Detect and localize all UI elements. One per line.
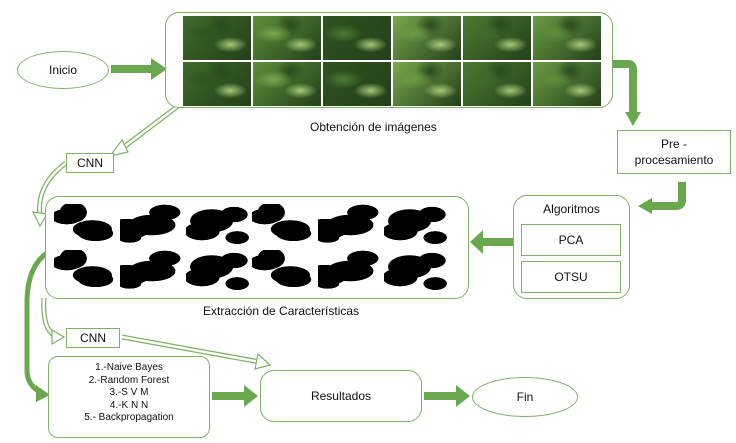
plant-photo <box>533 16 601 60</box>
cnn-top-box <box>66 153 114 173</box>
binary-mask <box>384 204 448 246</box>
arrow-cnn-to-results <box>121 334 272 370</box>
preprocessing-box <box>617 130 731 174</box>
algorithms-title: Algoritmos <box>543 202 600 216</box>
features-caption: Extracción de Características <box>203 304 360 318</box>
classifier-item: 3.-S V M <box>109 387 149 398</box>
arrow-images-to-preprocessing <box>612 60 641 126</box>
arrow-images-to-cnn <box>108 104 180 157</box>
arrow-algorithms-to-features <box>470 230 513 254</box>
cnn-top-label: CNN <box>77 156 103 170</box>
plant-photo <box>323 62 391 106</box>
binary-mask <box>54 250 118 292</box>
binary-mask <box>384 250 448 292</box>
plant-photo <box>253 16 321 60</box>
start-node: Inicio <box>17 51 109 89</box>
binary-mask <box>120 204 184 246</box>
plant-photo <box>463 62 531 106</box>
end-label: Fin <box>516 390 534 404</box>
arrow-preprocessing-to-algorithms <box>638 182 686 214</box>
end-node: Fin <box>472 377 578 417</box>
cnn-bottom-label: CNN <box>80 331 106 345</box>
binary-mask <box>252 204 316 246</box>
binary-mask <box>318 204 382 246</box>
plant-photo <box>393 62 461 106</box>
results-box <box>260 370 422 422</box>
binary-mask <box>186 250 250 292</box>
classifiers-box <box>48 356 210 438</box>
arrow-cnn-to-features <box>31 160 68 228</box>
cnn-bottom-box <box>66 328 120 348</box>
acquisition-caption: Obtención de imágenes <box>310 120 437 134</box>
start-label: Inicio <box>48 63 77 77</box>
plant-photo <box>533 62 601 106</box>
arrow-features-to-classifiers <box>24 247 54 402</box>
classifier-item: 1.-Naive Bayes <box>95 362 163 373</box>
classifier-item: 5.- Backpropagation <box>84 412 174 423</box>
plant-photo <box>183 62 251 106</box>
classifier-item: 4.-K N N <box>109 399 149 411</box>
arrow-inicio-to-images <box>111 58 167 80</box>
plant-photo <box>463 16 531 60</box>
plant-photo <box>393 16 461 60</box>
arrow-features-to-cnn <box>41 297 66 346</box>
binary-mask <box>120 250 184 292</box>
otsu-box <box>521 261 621 293</box>
plant-photo <box>323 16 391 60</box>
binary-mask <box>54 204 118 246</box>
preprocessing-label: Pre - procesamiento <box>634 137 714 167</box>
pca-box <box>521 224 621 256</box>
binary-mask <box>318 250 382 292</box>
classifier-item: 2.-Random Forest <box>88 374 170 386</box>
arrow-results-to-end <box>424 385 470 407</box>
binary-mask <box>186 204 250 246</box>
arrow-classifiers-to-results <box>212 385 258 407</box>
otsu-label: OTSU <box>554 270 588 284</box>
binary-mask <box>252 250 316 292</box>
pca-label: PCA <box>558 233 584 247</box>
plant-photo <box>183 16 251 60</box>
results-label: Resultados <box>310 389 372 403</box>
plant-photo <box>253 62 321 106</box>
